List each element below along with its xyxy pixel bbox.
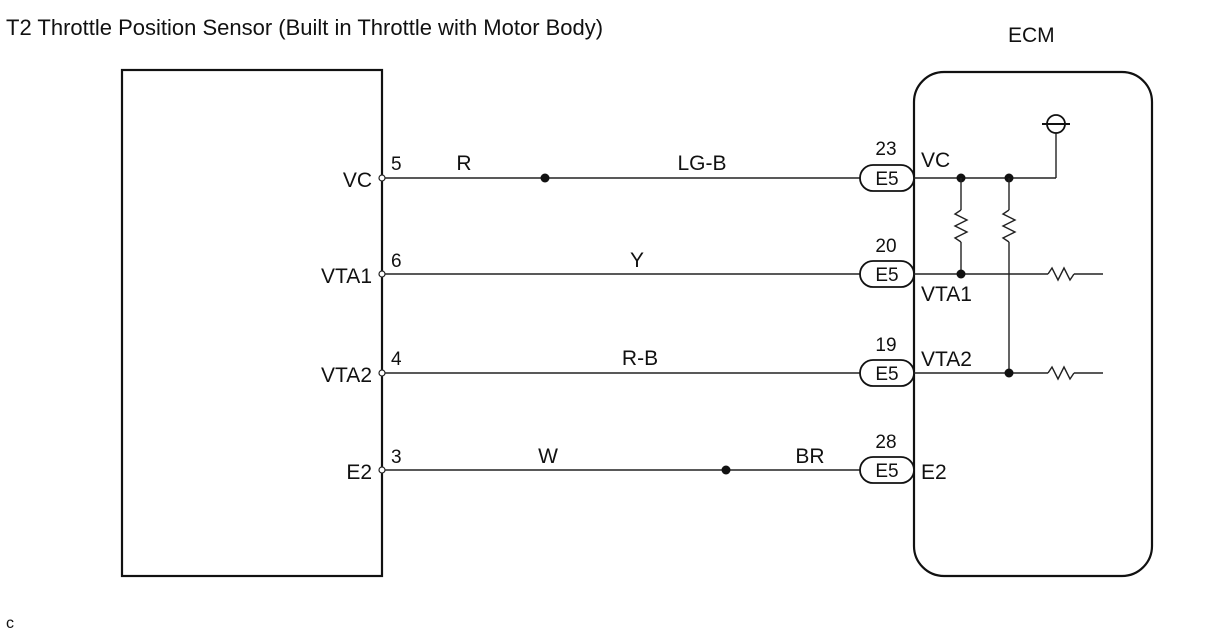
connector-e5-vta2: E5 [859,359,915,387]
ecm-box [912,70,1154,578]
sensor-terminal-e2: E2 [346,461,372,484]
ecm-pin-23: 23 [875,139,896,160]
ecm-internal-circuit [914,114,1103,381]
connector-label: E5 [875,265,898,286]
sensor-pin-3: 3 [391,447,402,468]
wire-color-br: BR [795,445,824,468]
wire-color-y: Y [630,249,644,272]
terminal-dot-4 [378,369,386,377]
series-resistor-vta2 [1047,365,1075,381]
ecm-pin-20: 20 [875,236,896,257]
wire-color-r: R [456,152,471,175]
terminal-dot-5 [378,174,386,182]
connector-label: E5 [875,169,898,190]
splice-point-vc [540,173,550,183]
connector-label: E5 [875,461,898,482]
wire-color-lg-b: LG-B [677,152,726,175]
connector-e5-vc: E5 [859,164,915,192]
sensor-pin-4: 4 [391,349,402,370]
footer-mark: c [6,615,14,632]
pull-up-resistor-vta1 [953,209,969,243]
ecm-terminal-vc: VC [921,149,950,172]
ecm-pin-19: 19 [875,335,896,356]
ecm-terminal-vta1: VTA1 [921,283,972,306]
ecm-terminal-e2: E2 [921,461,947,484]
diagram-title: T2 Throttle Position Sensor (Built in Th… [6,15,603,40]
splice-point-e2 [721,465,731,475]
throttle-position-sensor-box [120,68,384,578]
sensor-pin-6: 6 [391,251,402,272]
connector-e5-vta1: E5 [859,260,915,288]
wire-color-w: W [538,445,558,468]
sensor-pin-5: 5 [391,154,402,175]
wire-color-r-b: R-B [622,347,658,370]
pull-up-resistor-vta2 [1001,209,1017,243]
terminal-dot-6 [378,270,386,278]
terminal-dot-3 [378,466,386,474]
connector-e5-e2: E5 [859,456,915,484]
ecm-pin-28: 28 [875,432,896,453]
sensor-terminal-vc: VC [343,169,372,192]
ecm-terminal-vta2: VTA2 [921,348,972,371]
series-resistor-vta1 [1047,266,1075,282]
sensor-terminal-vta1: VTA1 [321,265,372,288]
connector-label: E5 [875,364,898,385]
sensor-terminal-vta2: VTA2 [321,364,372,387]
ecm-label: ECM [1008,24,1055,47]
